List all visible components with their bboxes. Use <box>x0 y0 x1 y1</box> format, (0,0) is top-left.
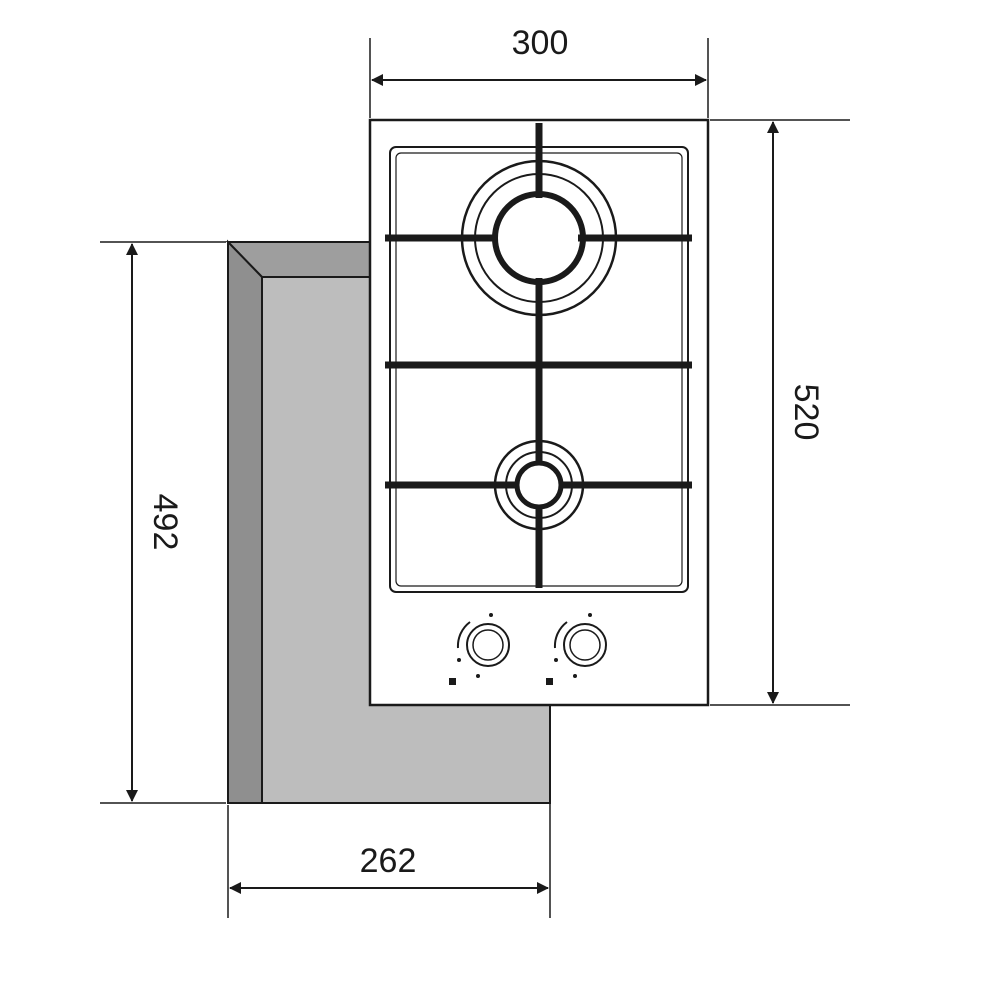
knob-right[interactable] <box>546 613 607 685</box>
knob-left[interactable] <box>449 613 510 685</box>
pan-support-grate <box>385 123 692 588</box>
hob-width-label: 300 <box>512 24 569 62</box>
cutout-depth-label: 492 <box>146 494 184 551</box>
dimension-hob-width: 300 <box>369 24 709 118</box>
cutout-width-label: 262 <box>360 842 417 880</box>
cutout-left-bevel <box>227 239 263 804</box>
hob-depth-label: 520 <box>787 384 825 441</box>
dimension-cutout-depth: 492 <box>100 241 226 804</box>
dimension-cutout-width: 262 <box>227 705 551 918</box>
dimension-hob-depth: 520 <box>710 119 850 706</box>
hob <box>368 118 710 707</box>
